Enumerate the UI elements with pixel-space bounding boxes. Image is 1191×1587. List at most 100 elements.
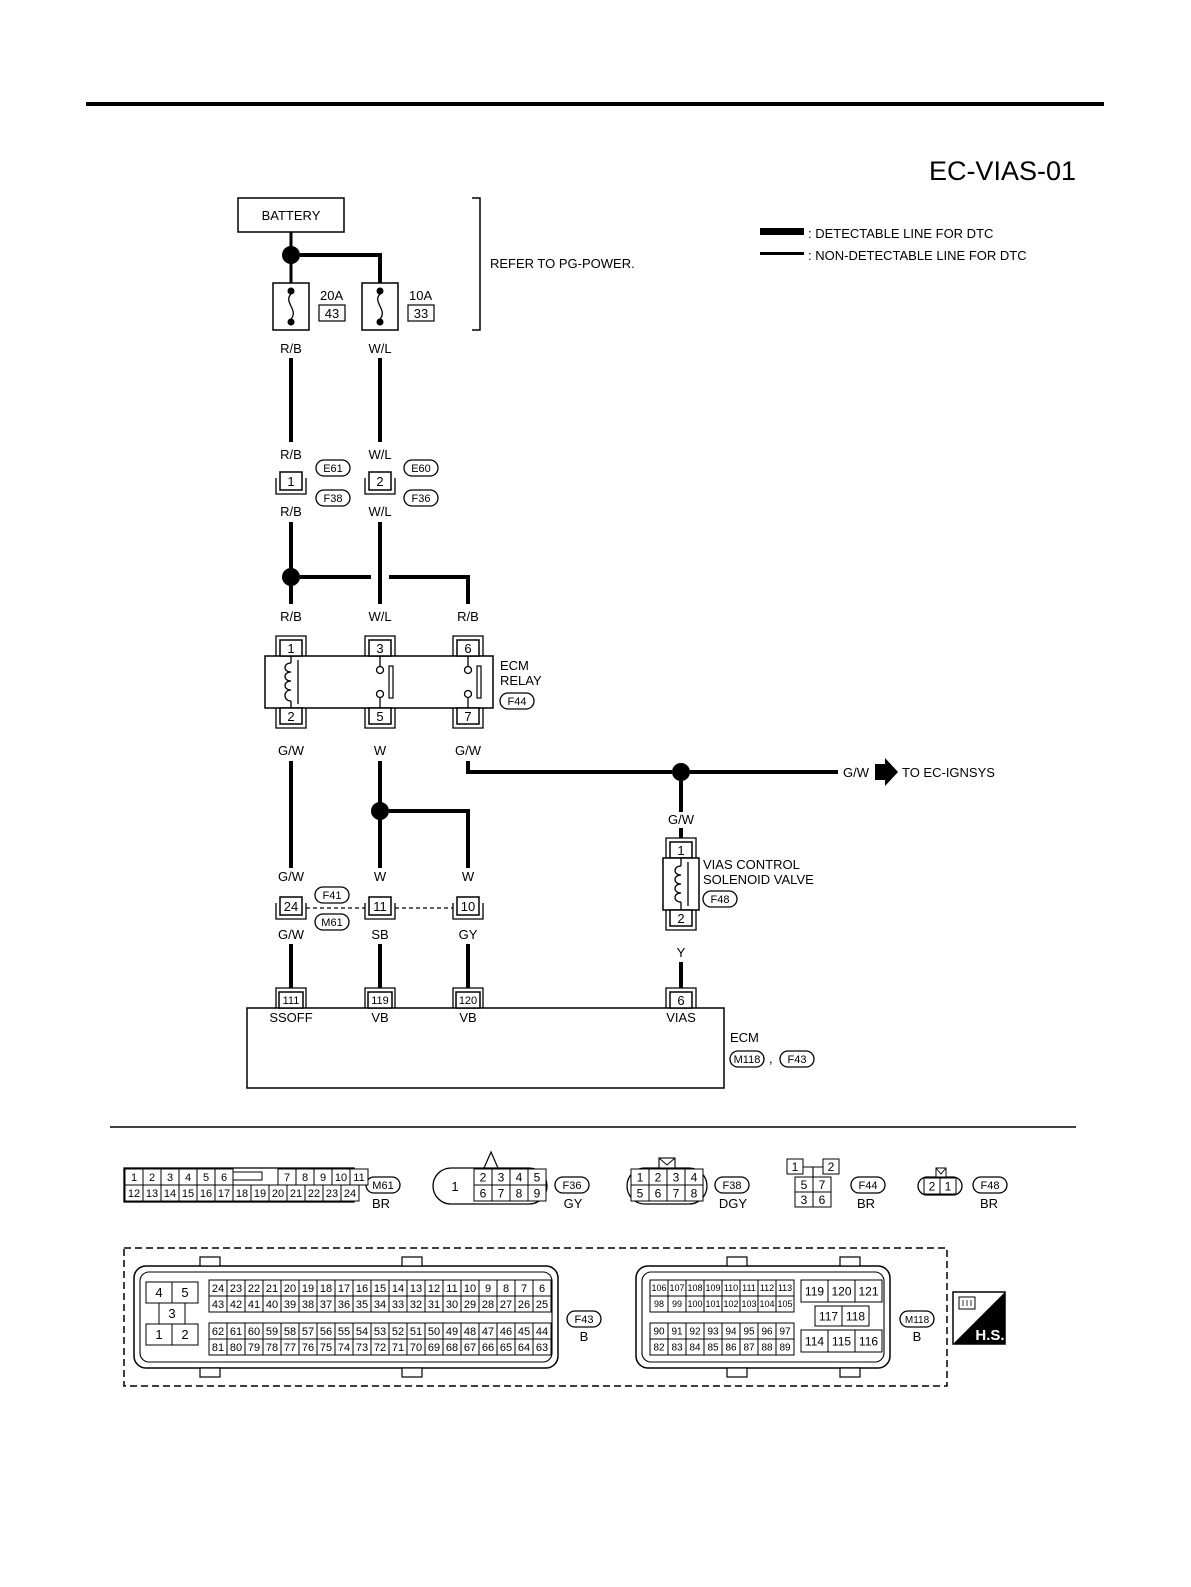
pin-number: 47 [482, 1326, 494, 1338]
pin-cell [171, 1323, 199, 1346]
svg-text:R/B: R/B [457, 609, 479, 624]
connector-e60-f36: 2 E60 F36 [364, 459, 439, 507]
pin-number: 78 [266, 1342, 278, 1354]
pin-number: 10 [464, 1283, 476, 1295]
pin-number: 116 [859, 1334, 878, 1348]
svg-text:BR: BR [980, 1196, 998, 1211]
pin-number: 20 [272, 1188, 284, 1200]
legend: : DETECTABLE LINE FOR DTC : NON-DETECTAB… [760, 226, 1027, 263]
pin-number: 71 [392, 1342, 404, 1354]
pin-number: 110 [724, 1283, 738, 1293]
svg-text:1: 1 [287, 474, 294, 489]
pin-number: 3 [167, 1172, 173, 1184]
pin-number: 38 [302, 1299, 314, 1311]
svg-text:F41: F41 [323, 890, 342, 902]
pin-number: 11 [353, 1172, 364, 1184]
pin-number: 63 [536, 1342, 548, 1354]
pin-number: 75 [320, 1342, 332, 1354]
pin-number: 23 [230, 1283, 242, 1295]
svg-text:20A: 20A [320, 288, 343, 303]
pin-number: 9 [534, 1186, 541, 1200]
svg-text:2: 2 [677, 911, 684, 926]
legend-detectable: : DETECTABLE LINE FOR DTC [808, 226, 993, 241]
svg-text:W: W [462, 869, 475, 884]
pin-number: 1 [637, 1170, 644, 1184]
pin-number: 3 [498, 1170, 505, 1184]
pin-number: 21 [266, 1283, 278, 1295]
svg-text:R/B: R/B [280, 447, 302, 462]
pin-cell [812, 1191, 832, 1208]
pin-number: 62 [212, 1326, 224, 1338]
pin-number: 9 [320, 1172, 326, 1184]
svg-text:M61: M61 [372, 1180, 393, 1192]
svg-text:GY: GY [564, 1196, 583, 1211]
svg-text:ECM: ECM [500, 658, 529, 673]
hs-badge: H.S. [952, 1291, 1006, 1345]
pin-number: 80 [230, 1342, 242, 1354]
svg-text:Y: Y [677, 945, 686, 960]
svg-text:24: 24 [284, 899, 298, 914]
pin-number: 93 [707, 1327, 719, 1338]
svg-text:R/B: R/B [280, 609, 302, 624]
svg-text:ECM: ECM [730, 1030, 759, 1045]
pin-number: 16 [200, 1188, 212, 1200]
svg-text:M118: M118 [734, 1054, 761, 1066]
pin-number: 22 [248, 1283, 260, 1295]
svg-text:RELAY: RELAY [500, 673, 542, 688]
pin-cell [775, 1338, 795, 1356]
pin-number: 4 [155, 1285, 162, 1300]
svg-text:F38: F38 [324, 493, 343, 505]
svg-text:W/L: W/L [368, 504, 391, 519]
pin-number: 1 [792, 1160, 799, 1174]
svg-text:TO EC-IGNSYS: TO EC-IGNSYS [902, 765, 995, 780]
pin-number: 120 [831, 1284, 851, 1298]
pin-number: 90 [653, 1327, 665, 1338]
ecm-relay: 1 3 6 2 5 7 ECM RELAY [264, 635, 542, 729]
pin-number: 115 [832, 1334, 851, 1348]
svg-text:M61: M61 [321, 917, 342, 929]
pin-cell [854, 1329, 883, 1353]
pin-number: 22 [308, 1188, 320, 1200]
pin-number: 3 [801, 1193, 808, 1207]
svg-text:6: 6 [677, 993, 684, 1008]
pin-number: 57 [302, 1326, 314, 1338]
svg-text:BR: BR [857, 1196, 875, 1211]
pin-number: 84 [689, 1343, 701, 1354]
pin-number: 13 [410, 1283, 422, 1295]
svg-text:DGY: DGY [719, 1196, 748, 1211]
pin-number: 97 [779, 1327, 791, 1338]
fuse-20a: 20A 43 [272, 282, 346, 331]
svg-text:W: W [374, 869, 387, 884]
pin-number: 76 [302, 1342, 314, 1354]
pin-number: 1 [131, 1172, 137, 1184]
pin-number: 12 [128, 1188, 140, 1200]
pin-number: 7 [521, 1283, 527, 1295]
pin-number: 27 [500, 1299, 512, 1311]
svg-text:120: 120 [459, 995, 477, 1007]
connector-e61-f38: 1 E61 F38 [275, 459, 351, 507]
pin-number: 67 [464, 1342, 476, 1354]
pin-cell [527, 1184, 547, 1202]
pin-number: 26 [518, 1299, 530, 1311]
pin-number: 101 [705, 1299, 720, 1309]
pin-number: 79 [248, 1342, 260, 1354]
svg-text:VIAS: VIAS [666, 1010, 696, 1025]
pin-number: 6 [819, 1193, 826, 1207]
svg-text:10A: 10A [409, 288, 432, 303]
pin-number: 8 [691, 1186, 698, 1200]
pin-number: 58 [284, 1326, 296, 1338]
connector-symbol-icon [958, 1296, 976, 1310]
pin-number: 55 [338, 1326, 350, 1338]
pin-number: 74 [338, 1342, 350, 1354]
pin-number: 73 [356, 1342, 368, 1354]
pin-number: 77 [284, 1342, 296, 1354]
pin-number: 2 [828, 1160, 835, 1174]
pin-number: 86 [725, 1343, 737, 1354]
svg-text:5: 5 [376, 709, 383, 724]
pin-number: 14 [164, 1188, 176, 1200]
svg-text:7: 7 [464, 709, 471, 724]
pin-number: 50 [428, 1326, 440, 1338]
ecm-connector-frame [123, 1247, 948, 1387]
pin-number: 105 [777, 1299, 792, 1309]
